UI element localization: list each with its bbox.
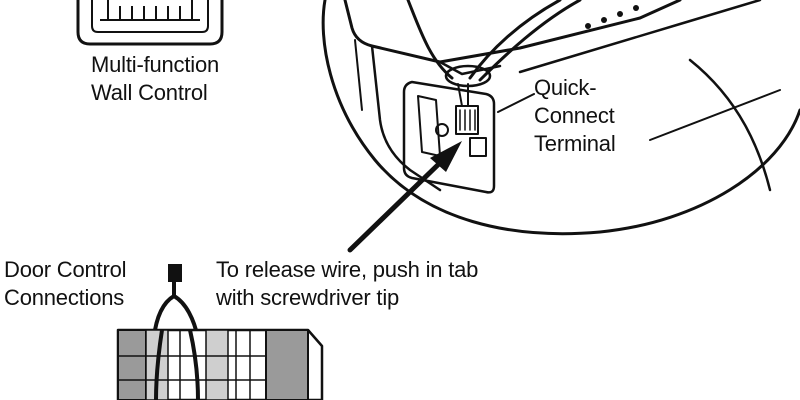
quick-connect-label: Quick- Connect Terminal bbox=[534, 74, 616, 158]
wire-bundle bbox=[406, 0, 454, 80]
door-control-label-line-1: Door Control bbox=[4, 257, 127, 282]
terminal-panel bbox=[402, 80, 496, 194]
release-instruction-line-1: To release wire, push in tab bbox=[216, 257, 479, 282]
quick-connect-label-line-1: Quick- bbox=[534, 75, 597, 100]
door-control-label-line-2: Connections bbox=[4, 285, 125, 310]
wall-control-label-line-2: Wall Control bbox=[91, 80, 208, 105]
wall-control-illustration bbox=[76, 0, 224, 46]
magnifier-circle bbox=[321, 0, 800, 236]
quick-connect-label-line-2: Connect bbox=[534, 103, 615, 128]
release-instruction-line-2: with screwdriver tip bbox=[216, 285, 400, 310]
motor-unit-magnified-view bbox=[321, 0, 800, 236]
door-control-label: Door Control Connections bbox=[4, 256, 127, 312]
release-instruction-label: To release wire, push in tab with screwd… bbox=[216, 256, 478, 312]
quick-connect-label-line-3: Terminal bbox=[534, 131, 616, 156]
door-control-block bbox=[116, 264, 324, 400]
wall-control-label: Multi-function Wall Control bbox=[91, 51, 219, 107]
release-arrow bbox=[347, 141, 462, 253]
wall-control-label-line-1: Multi-function bbox=[91, 52, 220, 77]
